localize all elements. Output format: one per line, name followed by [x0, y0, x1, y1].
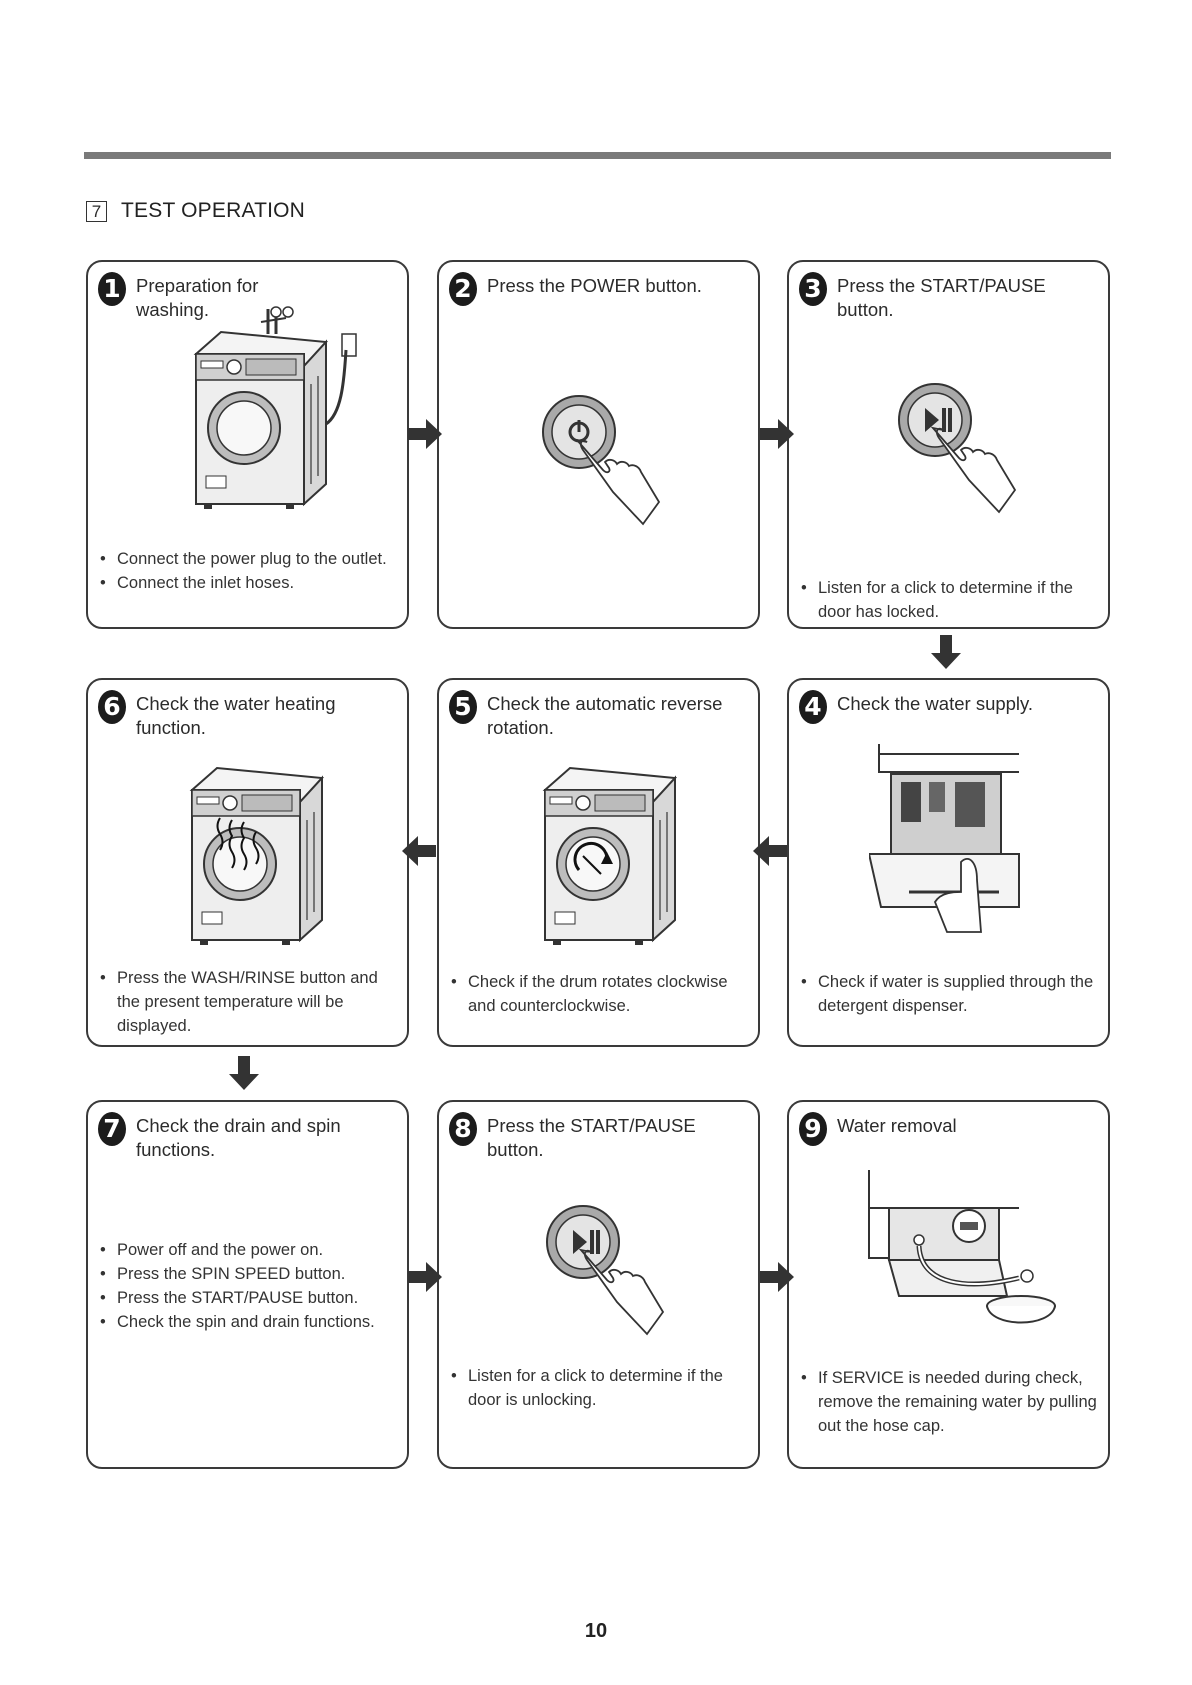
drum-rotation-illustration	[544, 767, 676, 946]
step-notes: Press the WASH/RINSE button and the pres…	[100, 966, 401, 1038]
list-item: Press the SPIN SPEED button.	[100, 1262, 401, 1286]
step-number-badge: 5	[449, 690, 477, 724]
start-pause-button-press-illustration	[898, 383, 1016, 513]
step-card-4: 4 Check the water supply. Check if water…	[787, 678, 1110, 1047]
step-notes: Power off and the power on. Press the SP…	[100, 1238, 401, 1334]
page-number: 10	[584, 1620, 608, 1642]
start-pause-button-press-illustration	[546, 1205, 664, 1335]
list-item: If SERVICE is needed during check, remov…	[801, 1366, 1102, 1438]
arrow-right-icon	[408, 1262, 442, 1292]
step-title: Press the START/PAUSE button.	[487, 1115, 696, 1160]
step-notes: Check if the drum rotates clockwise and …	[451, 970, 752, 1018]
step-title: Check the water supply.	[837, 693, 1034, 714]
step-title: Water removal	[837, 1115, 957, 1136]
step-number-badge: 9	[799, 1112, 827, 1146]
step-card-3: 3 Press the START/PAUSE button. Listen f…	[787, 260, 1110, 629]
water-heating-illustration	[191, 767, 323, 946]
arrow-left-icon	[402, 836, 436, 866]
list-item: Connect the inlet hoses.	[100, 571, 401, 595]
step-notes: Connect the power plug to the outlet. Co…	[100, 547, 401, 595]
step-title: Check the water heating function.	[136, 693, 336, 738]
step-card-5: 5 Check the automatic reverse rotation. …	[437, 678, 760, 1047]
arrow-down-icon	[229, 1056, 259, 1090]
step-title: Check the drain and spin functions.	[136, 1115, 341, 1160]
section-heading: 7 TEST OPERATION	[86, 199, 305, 223]
washing-machine-with-hoses-illustration	[195, 306, 357, 510]
step-card-8: 8 Press the START/PAUSE button. Listen f…	[437, 1100, 760, 1469]
arrow-right-icon	[760, 1262, 794, 1292]
list-item: Power off and the power on.	[100, 1238, 401, 1262]
step-number-badge: 2	[449, 272, 477, 306]
list-item: Press the START/PAUSE button.	[100, 1286, 401, 1310]
step-number-badge: 6	[98, 690, 126, 724]
step-notes: Check if water is supplied through the d…	[801, 970, 1102, 1018]
step-title: Press the START/PAUSE button.	[837, 275, 1046, 320]
step-card-9: 9 Water removal If SERVICE is needed dur…	[787, 1100, 1110, 1469]
step-card-7: 7 Check the drain and spin functions. Po…	[86, 1100, 409, 1469]
section-number: 7	[86, 200, 107, 222]
arrow-left-icon	[753, 836, 787, 866]
step-notes: Listen for a click to determine if the d…	[451, 1364, 752, 1412]
arrow-right-icon	[408, 419, 442, 449]
list-item: Listen for a click to determine if the d…	[451, 1364, 752, 1412]
list-item: Check if the drum rotates clockwise and …	[451, 970, 752, 1018]
step-title: Preparation for washing.	[136, 275, 259, 320]
header-rule	[84, 152, 1111, 159]
step-number-badge: 4	[799, 690, 827, 724]
step-number-badge: 8	[449, 1112, 477, 1146]
step-number-badge: 3	[799, 272, 827, 306]
section-title: TEST OPERATION	[121, 199, 306, 222]
step-card-6: 6 Check the water heating function. Pres…	[86, 678, 409, 1047]
arrow-right-icon	[760, 419, 794, 449]
hose-cap-water-removal-illustration	[868, 1170, 1056, 1324]
step-number-badge: 7	[98, 1112, 126, 1146]
list-item: Press the WASH/RINSE button and the pres…	[100, 966, 401, 1038]
step-notes: If SERVICE is needed during check, remov…	[801, 1366, 1102, 1438]
step-card-2: 2 Press the POWER button.	[437, 260, 760, 629]
list-item: Check the spin and drain functions.	[100, 1310, 401, 1334]
detergent-dispenser-illustration	[869, 744, 1020, 933]
step-card-1: 1 Preparation for washing. Connect the p…	[86, 260, 409, 629]
list-item: Listen for a click to determine if the d…	[801, 576, 1102, 624]
step-title: Check the automatic reverse rotation.	[487, 693, 723, 738]
step-title: Press the POWER button.	[487, 275, 702, 296]
power-button-press-illustration	[542, 395, 660, 525]
arrow-down-icon	[931, 635, 961, 669]
step-number-badge: 1	[98, 272, 126, 306]
list-item: Check if water is supplied through the d…	[801, 970, 1102, 1018]
list-item: Connect the power plug to the outlet.	[100, 547, 401, 571]
step-notes: Listen for a click to determine if the d…	[801, 576, 1102, 624]
